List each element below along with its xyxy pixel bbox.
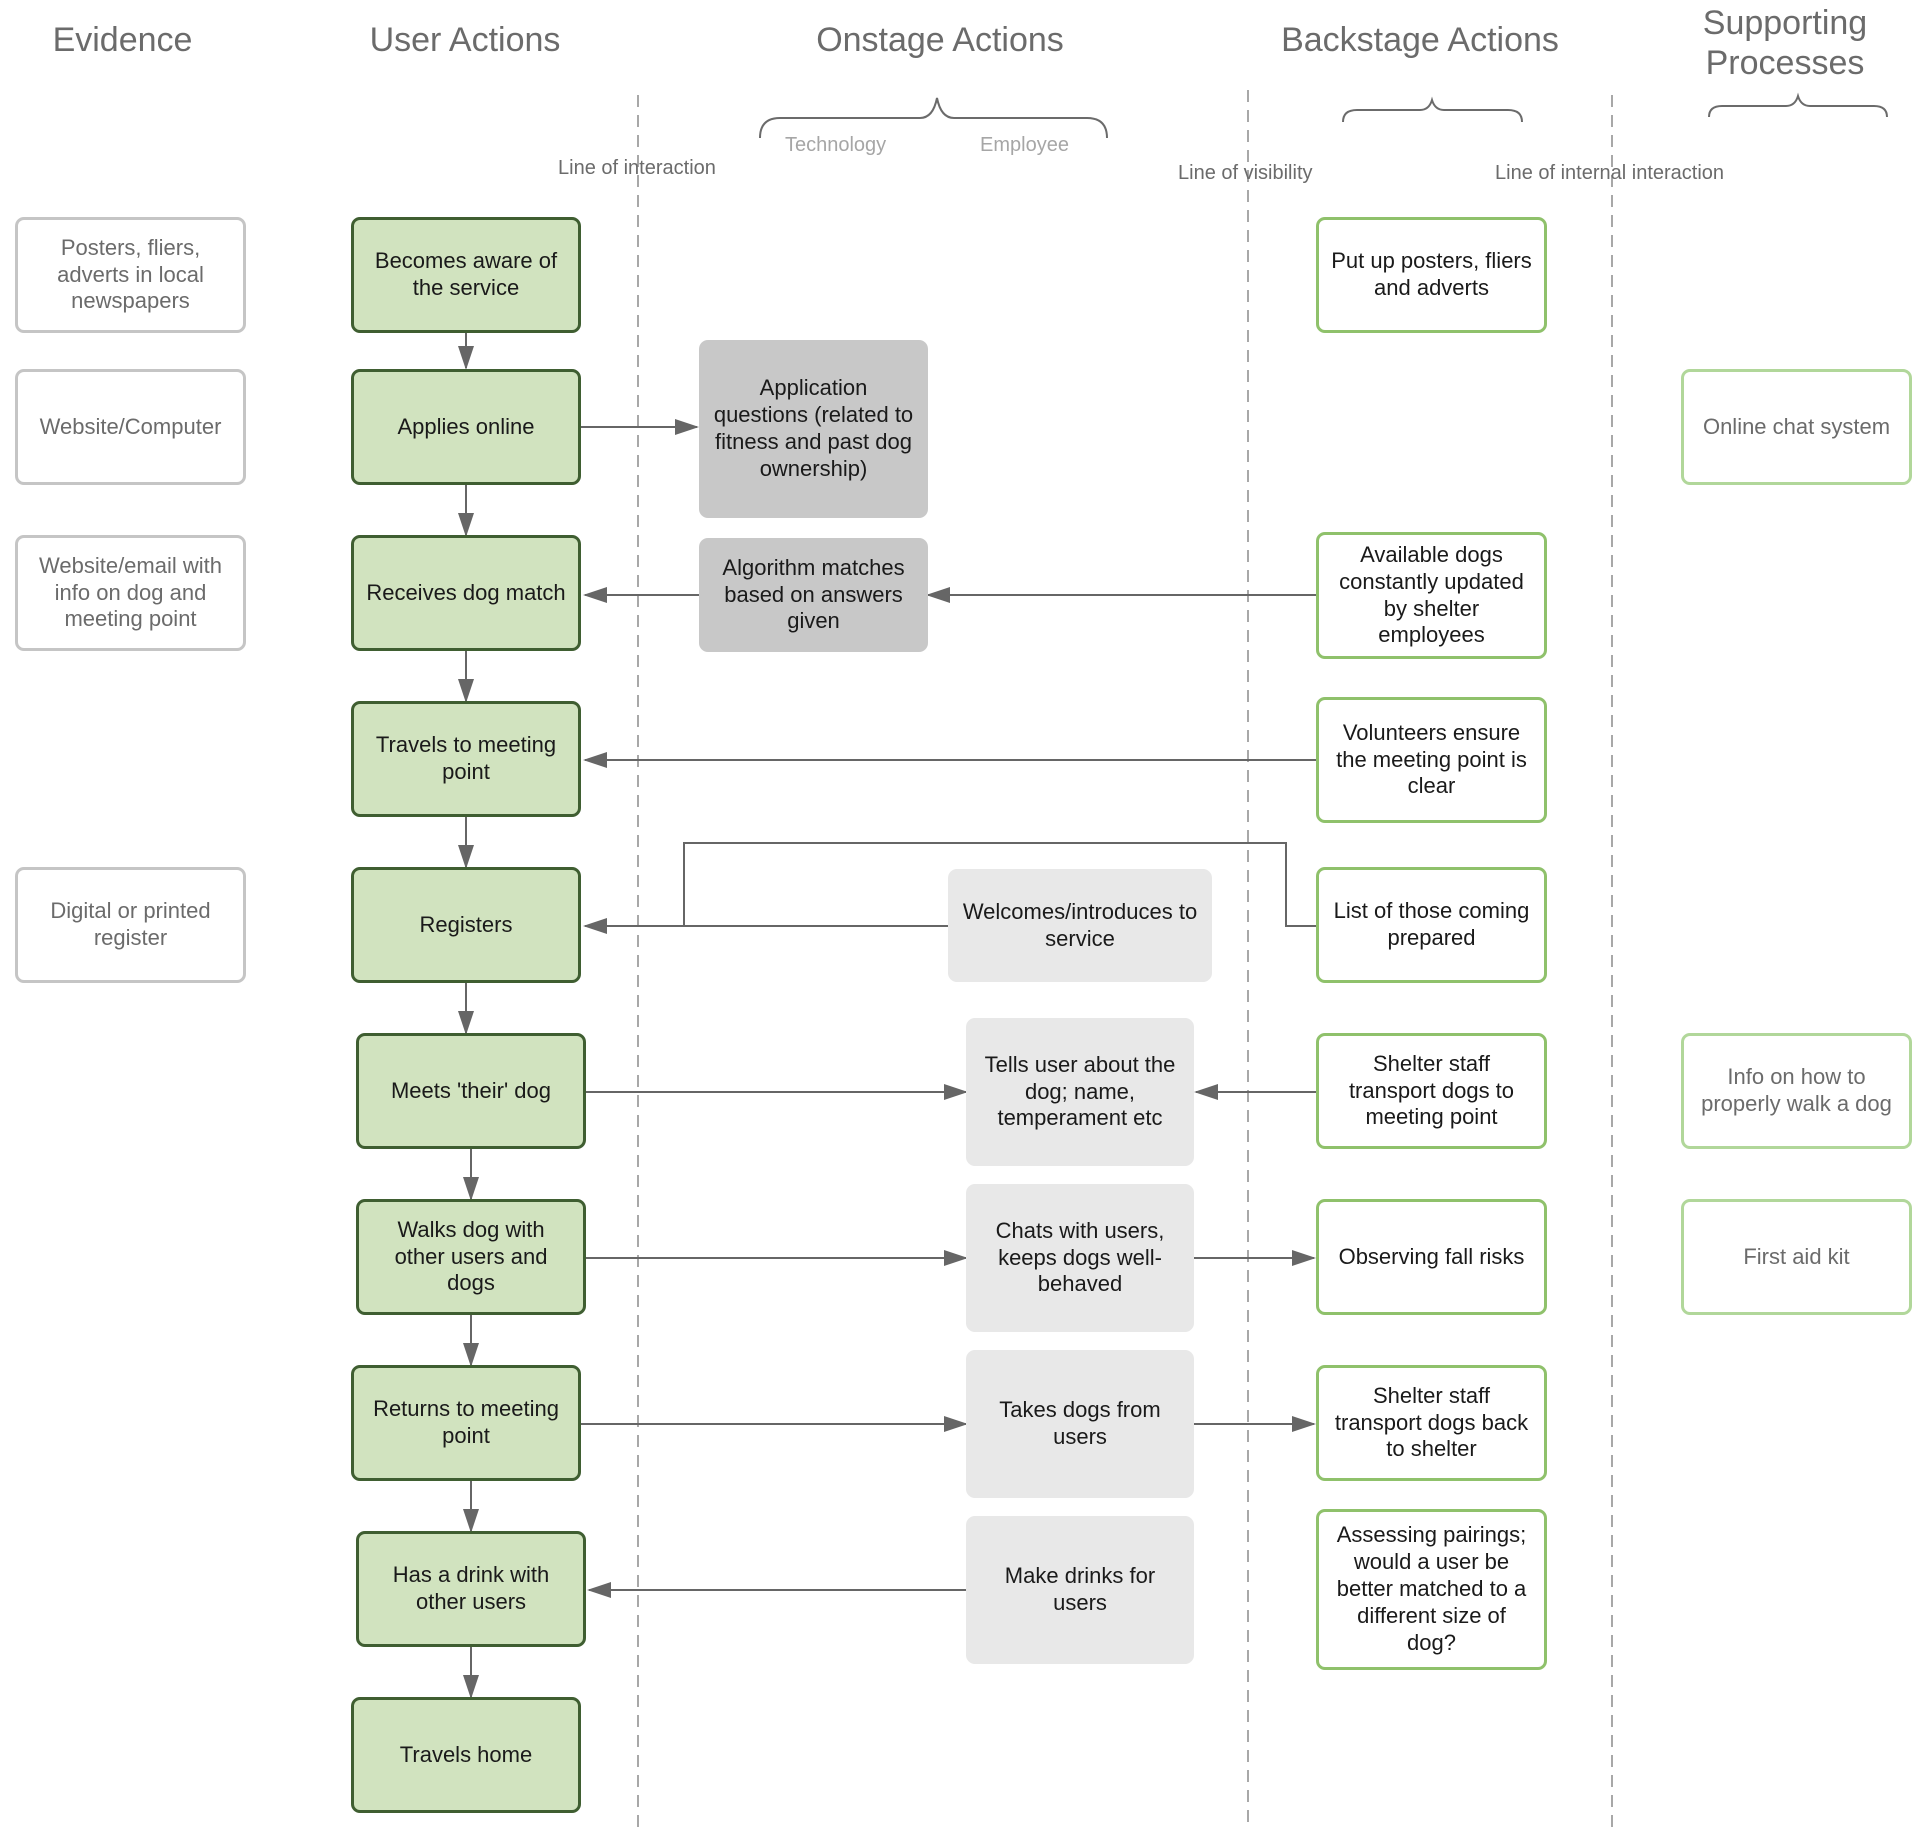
onstage-sub-employee: Employee [980, 134, 1069, 156]
lane-title-evidence: Evidence [52, 21, 193, 59]
employee-action-box: Chats with users, keeps dogs well-behave… [966, 1184, 1194, 1332]
employee-action-box: Takes dogs from users [966, 1350, 1194, 1498]
connector-list-to-registers [683, 842, 1316, 927]
supporting-process-box: First aid kit [1681, 1199, 1912, 1315]
backstage-action-box: Volunteers ensure the meeting point is c… [1316, 697, 1547, 823]
lane-title-backstage-actions: Backstage Actions [1281, 21, 1559, 59]
lane-title-user-actions: User Actions [369, 21, 561, 59]
supporting-process-box: Info on how to properly walk a dog [1681, 1033, 1912, 1149]
user-action-box: Returns to meeting point [351, 1365, 581, 1481]
user-action-box: Applies online [351, 369, 581, 485]
supporting-process-box: Online chat system [1681, 369, 1912, 485]
backstage-action-box: Shelter staff transport dogs to meeting … [1316, 1033, 1547, 1149]
user-action-box: Registers [351, 867, 581, 983]
evidence-box: Posters, fliers, adverts in local newspa… [15, 217, 246, 333]
backstage-action-box: Put up posters, fliers and adverts [1316, 217, 1547, 333]
user-action-box: Travels to meeting point [351, 701, 581, 817]
user-action-box: Travels home [351, 1697, 581, 1813]
supporting-brace [1708, 92, 1888, 118]
technology-action-box: Algorithm matches based on answers given [699, 538, 928, 652]
onstage-brace [759, 97, 1108, 139]
backstage-action-box: Shelter staff transport dogs back to she… [1316, 1365, 1547, 1481]
evidence-box: Digital or printed register [15, 867, 246, 983]
line-of-visibility-label: Line of visibility [1178, 162, 1313, 184]
line-of-interaction-label: Line of interaction [558, 157, 716, 179]
user-action-box: Receives dog match [351, 535, 581, 651]
technology-action-box: Application questions (related to fitnes… [699, 340, 928, 518]
user-action-box: Walks dog with other users and dogs [356, 1199, 586, 1315]
user-action-box: Has a drink with other users [356, 1531, 586, 1647]
line-of-internal-interaction-label: Line of internal interaction [1495, 162, 1725, 184]
backstage-action-box: Observing fall risks [1316, 1199, 1547, 1315]
backstage-action-box: Available dogs constantly updated by she… [1316, 532, 1547, 659]
employee-action-box: Welcomes/introduces to service [948, 869, 1212, 982]
backstage-action-box: Assessing pairings; would a user be bett… [1316, 1509, 1547, 1670]
employee-action-box: Make drinks for users [966, 1516, 1194, 1664]
employee-action-box: Tells user about the dog; name, temperam… [966, 1018, 1194, 1166]
onstage-sub-technology: Technology [785, 134, 887, 156]
backstage-brace [1342, 96, 1523, 123]
evidence-box: Website/email with info on dog and meeti… [15, 535, 246, 651]
user-action-box: Meets 'their' dog [356, 1033, 586, 1149]
backstage-action-box: List of those coming prepared [1316, 867, 1547, 983]
lane-title-supporting-processes: Supporting Processes [1702, 4, 1868, 83]
lane-title-onstage-actions: Onstage Actions [816, 21, 1064, 59]
user-action-box: Becomes aware of the service [351, 217, 581, 333]
evidence-box: Website/Computer [15, 369, 246, 485]
